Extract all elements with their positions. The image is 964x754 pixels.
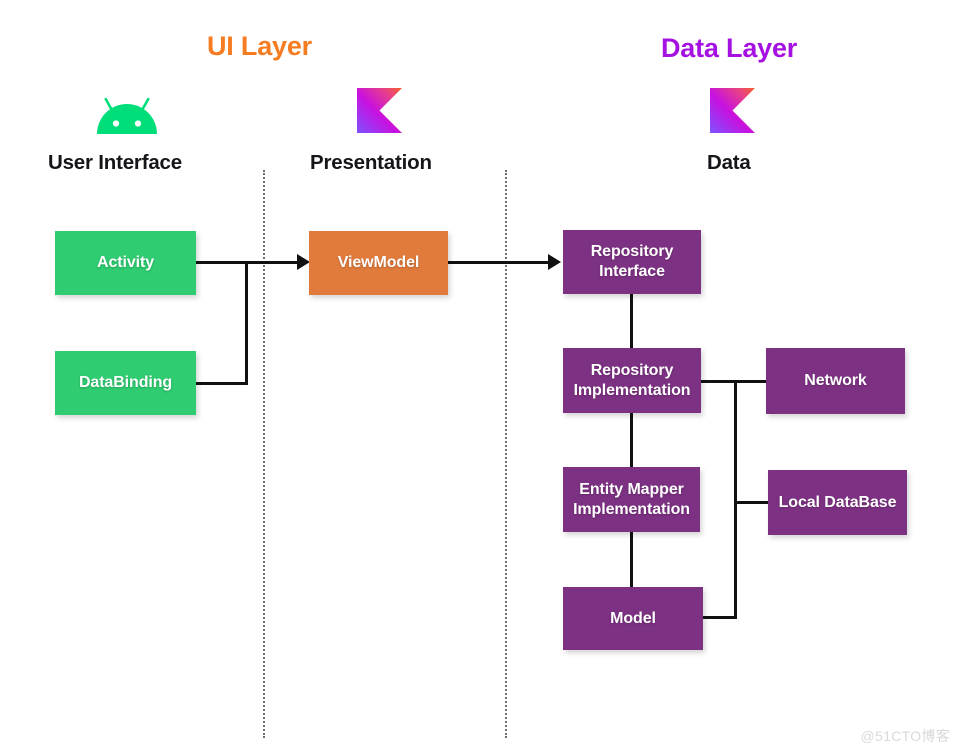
node-repository-implementation[interactable]: Repository Implementation [563, 348, 701, 413]
node-viewmodel[interactable]: ViewModel [309, 231, 448, 295]
connector-databinding-out [196, 382, 248, 385]
node-local-database[interactable]: Local DataBase [768, 470, 907, 535]
connector-implementation-to-entity-mapper [630, 413, 633, 468]
arrowhead-to-repository [548, 254, 561, 270]
connector-ui-to-viewmodel [245, 261, 305, 264]
connector-activity-out [196, 261, 248, 264]
column-divider-ui-presentation [263, 170, 265, 738]
kotlin-logo-icon [710, 88, 755, 133]
arrowhead-to-viewmodel [297, 254, 310, 270]
android-logo-icon [96, 95, 158, 135]
connector-ui-riser [245, 261, 248, 385]
column-caption-data: Data [707, 151, 751, 174]
ui-layer-title: UI Layer [207, 31, 312, 61]
kotlin-logo-icon [357, 88, 402, 133]
node-network[interactable]: Network [766, 348, 905, 414]
connector-trunk-to-network [734, 380, 767, 383]
node-activity[interactable]: Activity [55, 231, 196, 295]
connector-implementation-to-trunk [701, 380, 737, 383]
node-entity-mapper-implementation[interactable]: Entity Mapper Implementation [563, 467, 700, 532]
connector-model-to-trunk [701, 616, 737, 619]
column-caption-user-interface: User Interface [48, 151, 182, 174]
node-model[interactable]: Model [563, 587, 703, 650]
connector-trunk-to-local-database [734, 501, 769, 504]
connector-entity-mapper-to-model [630, 532, 633, 588]
watermark: @51CTO博客 [860, 728, 950, 744]
connector-repository-interface-to-implementation [630, 294, 633, 349]
connector-data-source-trunk [734, 380, 737, 618]
node-repository-interface[interactable]: Repository Interface [563, 230, 701, 294]
column-divider-presentation-data [505, 170, 507, 738]
data-layer-title: Data Layer [661, 33, 798, 63]
node-databinding[interactable]: DataBinding [55, 351, 196, 415]
column-caption-presentation: Presentation [310, 151, 432, 174]
connector-viewmodel-to-repository [448, 261, 555, 264]
